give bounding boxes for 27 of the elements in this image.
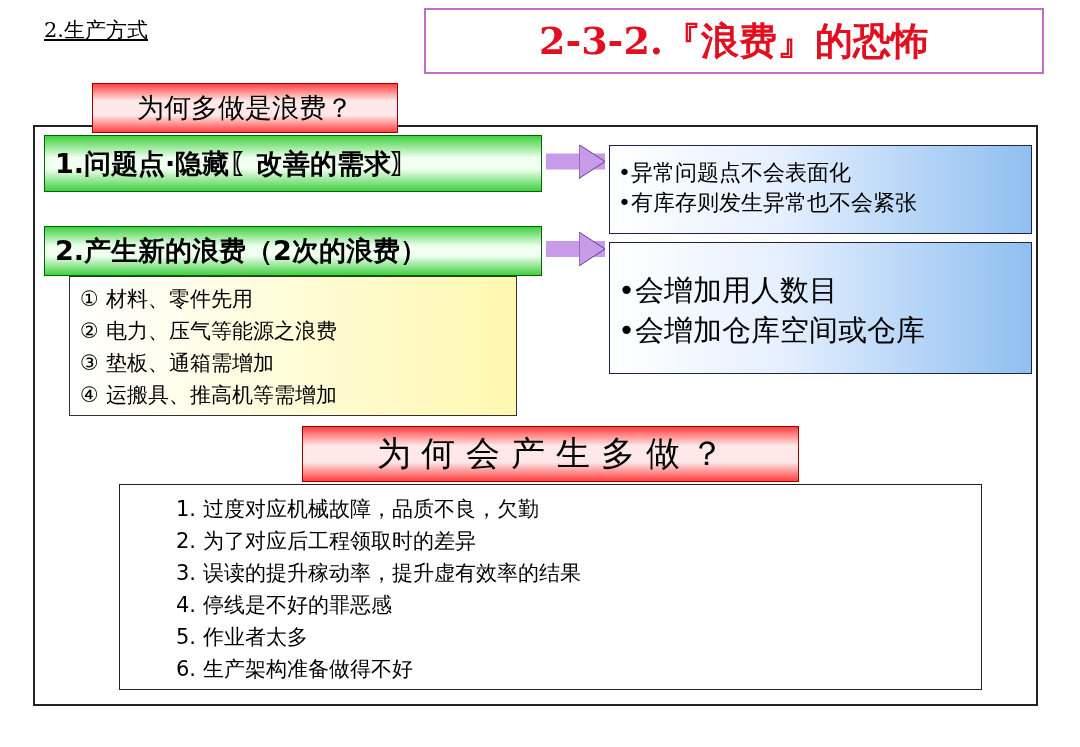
topic-bar: 2.产生新的浪费（2次的浪费） <box>44 226 542 276</box>
bullet-point: •会增加用人数目 <box>618 272 840 309</box>
bullet-point: •有库存则发生异常也不会紧张 <box>618 189 918 217</box>
item-list-box <box>69 276 517 416</box>
reason-list-box <box>119 484 982 690</box>
reason-item: 6. 生产架构准备做得不好 <box>176 656 414 683</box>
title-banner: 2-3-2.『浪费』的恐怖 <box>424 8 1044 74</box>
reason-item: 3. 误读的提升稼动率，提升虚有效率的结果 <box>176 560 582 587</box>
list-item: ① 材料、零件先用 <box>80 286 254 313</box>
heading-tab: 为 何 会 产 生 多 做 ？ <box>302 426 799 482</box>
list-item: ④ 运搬具、推高机等需增加 <box>80 382 338 409</box>
block-arrow <box>546 231 606 267</box>
topic-bar: 1.问题点·隐藏〖改善的需求〗 <box>44 135 542 192</box>
list-item: ② 电力、压气等能源之浪费 <box>80 318 338 345</box>
block-arrow <box>546 144 606 179</box>
effect-box <box>609 242 1032 374</box>
bullet-point: •会增加仓库空间或仓库 <box>618 312 927 349</box>
reason-item: 4. 停线是不好的罪恶感 <box>176 592 393 619</box>
effect-box <box>609 145 1032 234</box>
list-item: ③ 垫板、通箱需增加 <box>80 350 275 377</box>
reason-item: 5. 作业者太多 <box>176 624 309 651</box>
bullet-point: •异常问题点不会表面化 <box>618 159 852 187</box>
content-frame <box>33 125 1038 706</box>
reason-item: 1. 过度对应机械故障，品质不良，欠勤 <box>176 496 540 523</box>
reason-item: 2. 为了对应后工程领取时的差异 <box>176 528 477 555</box>
section-heading: 2.生产方式 <box>44 17 149 44</box>
heading-tab: 为何多做是浪费？ <box>92 83 398 133</box>
